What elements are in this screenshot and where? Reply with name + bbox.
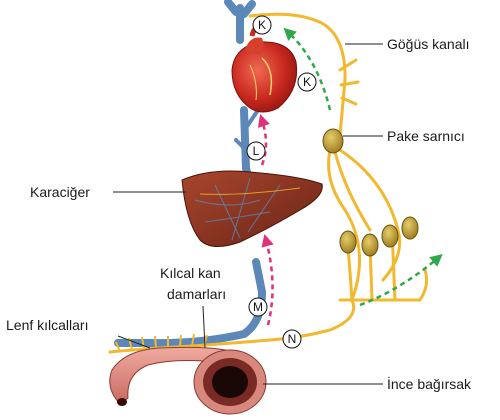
svg-text:L: L xyxy=(253,144,260,158)
marker-l: L xyxy=(246,141,266,161)
lymph-flow-arrow-lower xyxy=(359,253,443,307)
heart xyxy=(231,23,298,113)
blood-flow-arrow-lower xyxy=(261,233,274,326)
label-capillaries-line2: damarları xyxy=(167,286,226,302)
lymph-nodes xyxy=(322,128,419,257)
leader-lines xyxy=(113,43,383,385)
blood-flow-arrow-upper xyxy=(257,114,270,166)
marker-k-right: K xyxy=(297,72,317,92)
marker-m: M xyxy=(248,297,268,317)
lymph-capillary-fringe xyxy=(115,333,208,353)
blood-vessel-branch xyxy=(234,108,260,152)
svg-text:K: K xyxy=(258,18,266,32)
label-thoracic-duct: Göğüs kanalı xyxy=(387,36,470,52)
lymph-flow-arrow-upper xyxy=(283,27,332,111)
svg-text:N: N xyxy=(288,332,297,346)
label-capillaries-line1: Kılcal kan xyxy=(160,265,221,281)
svg-text:K: K xyxy=(303,75,311,89)
marker-n: N xyxy=(282,329,302,349)
label-liver: Karaciğer xyxy=(30,184,90,200)
svg-text:M: M xyxy=(253,300,263,314)
label-small-intestine: İnce bağırsak xyxy=(387,375,472,392)
marker-k-top: K xyxy=(252,15,272,35)
label-lymph-node: Pake sarnıcı xyxy=(387,128,465,144)
label-lymph-capillaries: Lenf kılcalları xyxy=(6,317,88,333)
liver xyxy=(181,170,323,247)
blood-vessel xyxy=(114,0,267,348)
small-intestine xyxy=(109,346,267,415)
